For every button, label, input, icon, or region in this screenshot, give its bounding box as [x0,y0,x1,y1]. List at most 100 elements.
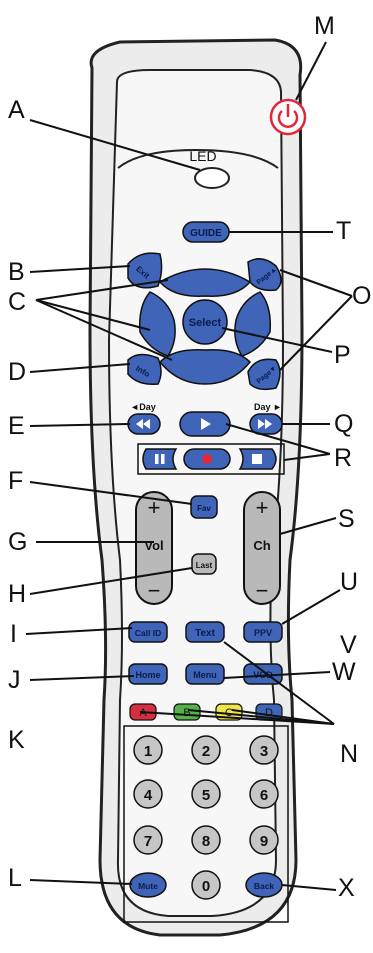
callout-u: U [340,568,359,596]
leader-r1 [225,423,331,455]
stop-button[interactable] [238,448,277,470]
color-key-b[interactable]: B [173,703,201,721]
page-down-button[interactable]: Page▼ [247,358,281,391]
volume-rocker[interactable]: + Vol − [135,491,173,605]
callout-m: M [314,12,335,40]
leader-d [29,363,131,373]
digit-5-label: 5 [202,787,210,804]
fav-label: Fav [197,504,211,513]
menu-label: Menu [193,670,217,680]
callout-e: E [8,412,25,440]
callout-g: G [8,528,28,556]
callout-b: B [8,258,25,286]
ch-label: Ch [253,538,270,553]
digit-2-label: 2 [202,743,210,760]
led-indicator [194,167,230,189]
leader-r2 [283,453,331,461]
digit-7-key[interactable]: 7 [133,825,163,855]
dpad-up[interactable] [158,268,252,297]
ch-minus[interactable]: − [256,578,269,603]
channel-rocker[interactable]: + Ch − [243,491,281,605]
digit-0-key[interactable]: 0 [191,870,221,900]
stop-icon [252,454,262,464]
callout-o: O [352,282,372,310]
leader-o2 [279,295,353,371]
digit-0-label: 0 [202,878,210,895]
play-icon [201,418,211,430]
digit-9-key[interactable]: 9 [249,825,279,855]
fast-forward-button[interactable] [249,413,283,435]
digit-8-key[interactable]: 8 [191,825,221,855]
digit-5-key[interactable]: 5 [191,779,221,809]
call-id-button[interactable]: Call ID [128,621,168,643]
day-forward-label: Day ► [254,402,282,412]
pause-button[interactable] [142,448,178,470]
leader-s [279,517,337,535]
digit-2-key[interactable]: 2 [191,735,221,765]
vol-minus[interactable]: − [148,578,161,603]
rewind-icon [136,419,150,429]
digit-1-label: 1 [144,743,152,760]
fav-button[interactable]: Fav [190,495,218,519]
exit-button[interactable]: Exit [127,252,163,289]
text-button[interactable]: Text [185,621,225,643]
day-back-label: ◄Day [130,402,155,412]
home-label: Home [135,670,160,680]
leader-w [223,671,331,679]
play-button[interactable] [179,411,231,437]
callout-h: H [8,580,27,608]
leader-j [29,675,135,681]
vol-label: Vol [144,538,163,553]
digit-7-label: 7 [144,833,152,850]
digit-4-key[interactable]: 4 [133,779,163,809]
last-button[interactable]: Last [191,553,217,575]
power-button[interactable] [269,98,307,136]
vol-plus[interactable]: + [148,495,161,520]
digit-6-key[interactable]: 6 [249,779,279,809]
callout-r: R [334,444,353,472]
ch-plus[interactable]: + [256,495,269,520]
mute-label: Mute [138,881,158,891]
call-id-label: Call ID [135,628,161,638]
back-button[interactable]: Back [245,872,283,898]
record-icon [202,454,212,464]
power-icon [277,104,299,128]
digit-3-label: 3 [260,743,268,760]
rewind-button[interactable] [127,413,161,435]
digit-1-key[interactable]: 1 [133,735,163,765]
upper-panel [117,148,279,169]
select-button[interactable]: Select [182,299,228,345]
keypad-box [123,725,289,923]
menu-button[interactable]: Menu [185,663,225,685]
guide-button[interactable]: GUIDE [182,221,230,243]
back-label: Back [254,881,275,891]
callout-c: C [8,288,27,316]
callout-j: J [8,666,21,694]
text-label: Text [195,628,215,639]
callout-a: A [8,96,25,124]
home-button[interactable]: Home [128,663,168,685]
leader-p [221,327,333,353]
leader-o1 [279,269,353,297]
info-button[interactable]: Info [127,353,162,386]
led-label: LED [189,148,216,164]
leader-c3 [35,299,173,361]
leader-b [29,265,131,273]
dpad-down[interactable] [158,349,252,385]
ppv-button[interactable]: PPV [243,621,283,643]
leader-h [29,567,193,595]
mute-button[interactable]: Mute [129,872,167,898]
pause-icon [155,454,165,464]
color-key-d-label: D [265,707,273,719]
record-button[interactable] [183,448,231,470]
digit-3-key[interactable]: 3 [249,735,279,765]
callout-d: D [8,358,27,386]
page-up-button[interactable]: Page▲ [247,258,282,292]
digit-6-label: 6 [260,787,268,804]
callout-i: I [10,620,17,648]
callout-q: Q [334,410,354,438]
last-label: Last [196,561,213,570]
digit-8-label: 8 [202,833,210,850]
